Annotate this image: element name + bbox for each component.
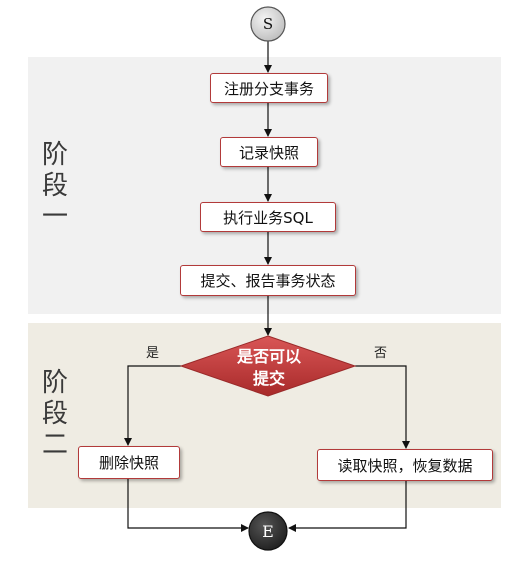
execute-sql-label: 执行业务SQL	[223, 208, 313, 227]
phase-two-label: 阶 段 二	[41, 368, 68, 460]
record-snapshot-box: 记录快照	[220, 137, 318, 167]
record-snapshot-label: 记录快照	[238, 143, 299, 162]
edge-decision-yes	[124, 365, 181, 446]
submit-report-status-box: 提交、报告事务状态	[180, 265, 356, 296]
branch-yes-label: 是	[146, 346, 160, 361]
restore-data-box: 读取快照，恢复数据	[317, 449, 493, 481]
edge-restore-to-end	[288, 481, 407, 532]
end-label: E	[262, 522, 274, 541]
edge-decision-no	[355, 365, 410, 449]
execute-sql-box: 执行业务SQL	[200, 202, 336, 232]
end-node: E	[248, 511, 288, 551]
branch-no-label: 否	[374, 346, 388, 361]
start-label: S	[263, 15, 273, 33]
phase-one-label: 阶 段 一	[41, 140, 68, 232]
edge-delete-to-end	[127, 479, 249, 532]
delete-snapshot-label: 删除快照	[98, 454, 159, 472]
register-branch-transaction-box: 注册分支事务	[210, 73, 328, 103]
start-node: S	[250, 6, 286, 42]
delete-snapshot-box: 删除快照	[78, 446, 180, 479]
register-branch-transaction-label: 注册分支事务	[223, 79, 314, 98]
decision-label: 是否可以 提交	[236, 347, 301, 388]
decision-diamond	[179, 335, 357, 397]
submit-report-status-label: 提交、报告事务状态	[200, 272, 336, 290]
restore-data-label: 读取快照，恢复数据	[337, 456, 473, 475]
